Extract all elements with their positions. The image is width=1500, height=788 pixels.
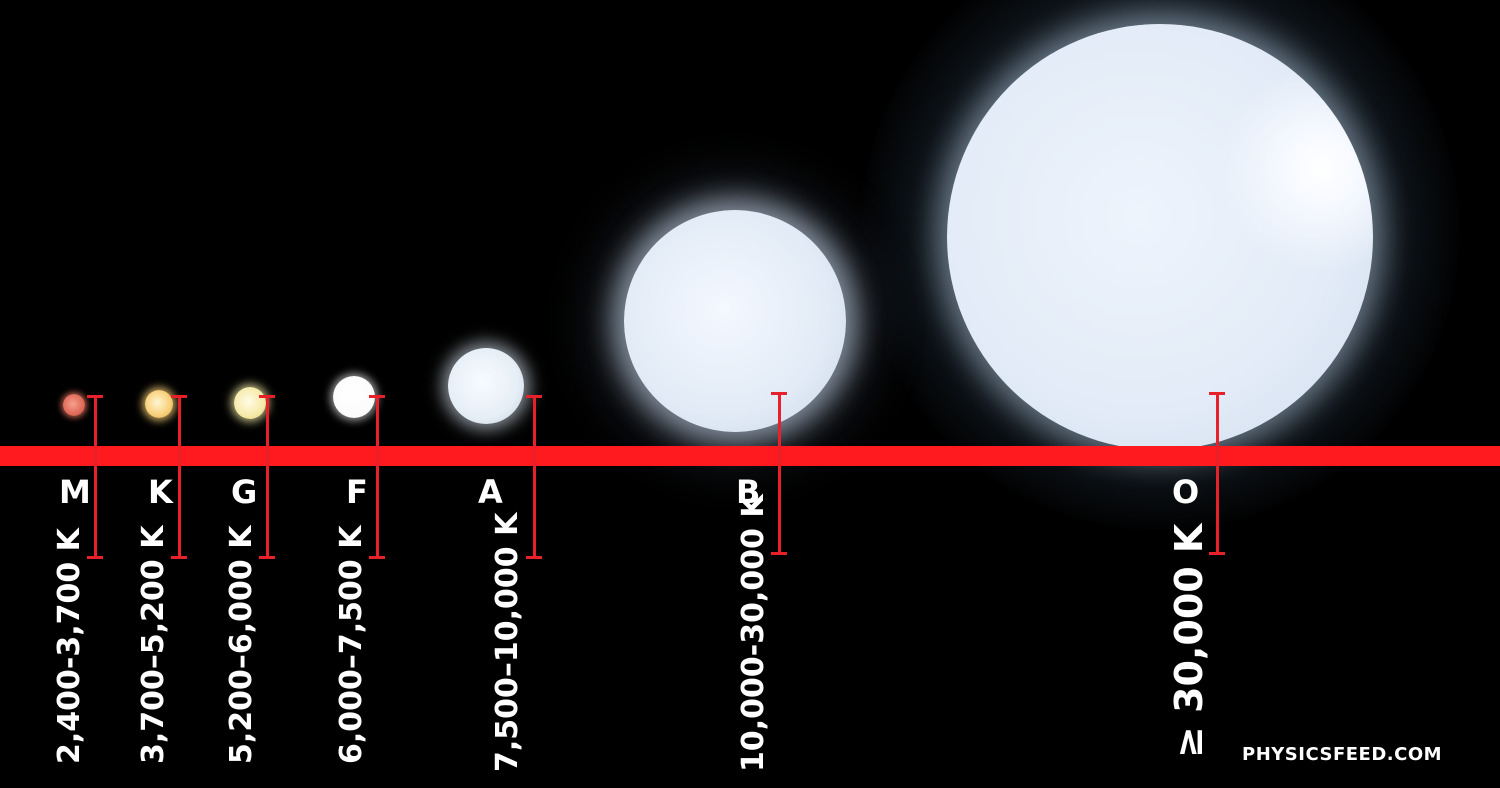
bracket-a-top-cap: [526, 395, 542, 398]
temperature-range-g: 5,200–6,000 K: [224, 525, 259, 764]
bracket-m-top-cap: [87, 395, 103, 398]
bracket-f-bottom-cap: [369, 556, 385, 559]
bracket-a-bottom-cap: [526, 556, 542, 559]
temperature-range-o: ≥ 30,000 K: [1167, 523, 1211, 758]
class-label-b: B: [736, 473, 761, 511]
star-g: [234, 387, 266, 419]
star-k: [145, 390, 173, 418]
bracket-o-top-cap: [1209, 392, 1225, 395]
bracket-f: [376, 396, 379, 558]
class-label-m: M: [59, 473, 91, 511]
bracket-b-top-cap: [771, 392, 787, 395]
bracket-b-bottom-cap: [771, 552, 787, 555]
bracket-b: [778, 393, 781, 554]
temperature-range-f: 6,000–7,500 K: [334, 525, 369, 764]
temperature-range-b: 10,000-30,000 K: [736, 494, 771, 772]
temperature-range-a: 7,500–10,000 K: [490, 512, 525, 772]
watermark-text: PHYSICSFEED.COM: [1242, 744, 1443, 765]
class-label-o: O: [1172, 473, 1200, 511]
bracket-m: [94, 396, 97, 558]
star-a: [448, 348, 524, 424]
temperature-axis-line: [0, 446, 1500, 466]
class-label-k: K: [148, 473, 173, 511]
bracket-g-bottom-cap: [259, 556, 275, 559]
star-m: [63, 394, 85, 416]
bracket-k-top-cap: [171, 395, 187, 398]
star-f: [333, 376, 375, 418]
bracket-k-bottom-cap: [171, 556, 187, 559]
bracket-f-top-cap: [369, 395, 385, 398]
star-o: [947, 24, 1373, 450]
star-b: [624, 210, 846, 432]
class-label-g: G: [231, 473, 258, 511]
bracket-g: [266, 396, 269, 558]
bracket-o: [1216, 393, 1219, 554]
class-label-a: A: [478, 473, 503, 511]
temperature-range-m: 2,400-3,700 K: [52, 528, 87, 764]
class-label-f: F: [346, 473, 368, 511]
temperature-range-k: 3,700–5,200 K: [136, 525, 171, 764]
bracket-k: [178, 396, 181, 558]
bracket-o-bottom-cap: [1209, 552, 1225, 555]
bracket-g-top-cap: [259, 395, 275, 398]
bracket-m-bottom-cap: [87, 556, 103, 559]
bracket-a: [533, 396, 536, 558]
